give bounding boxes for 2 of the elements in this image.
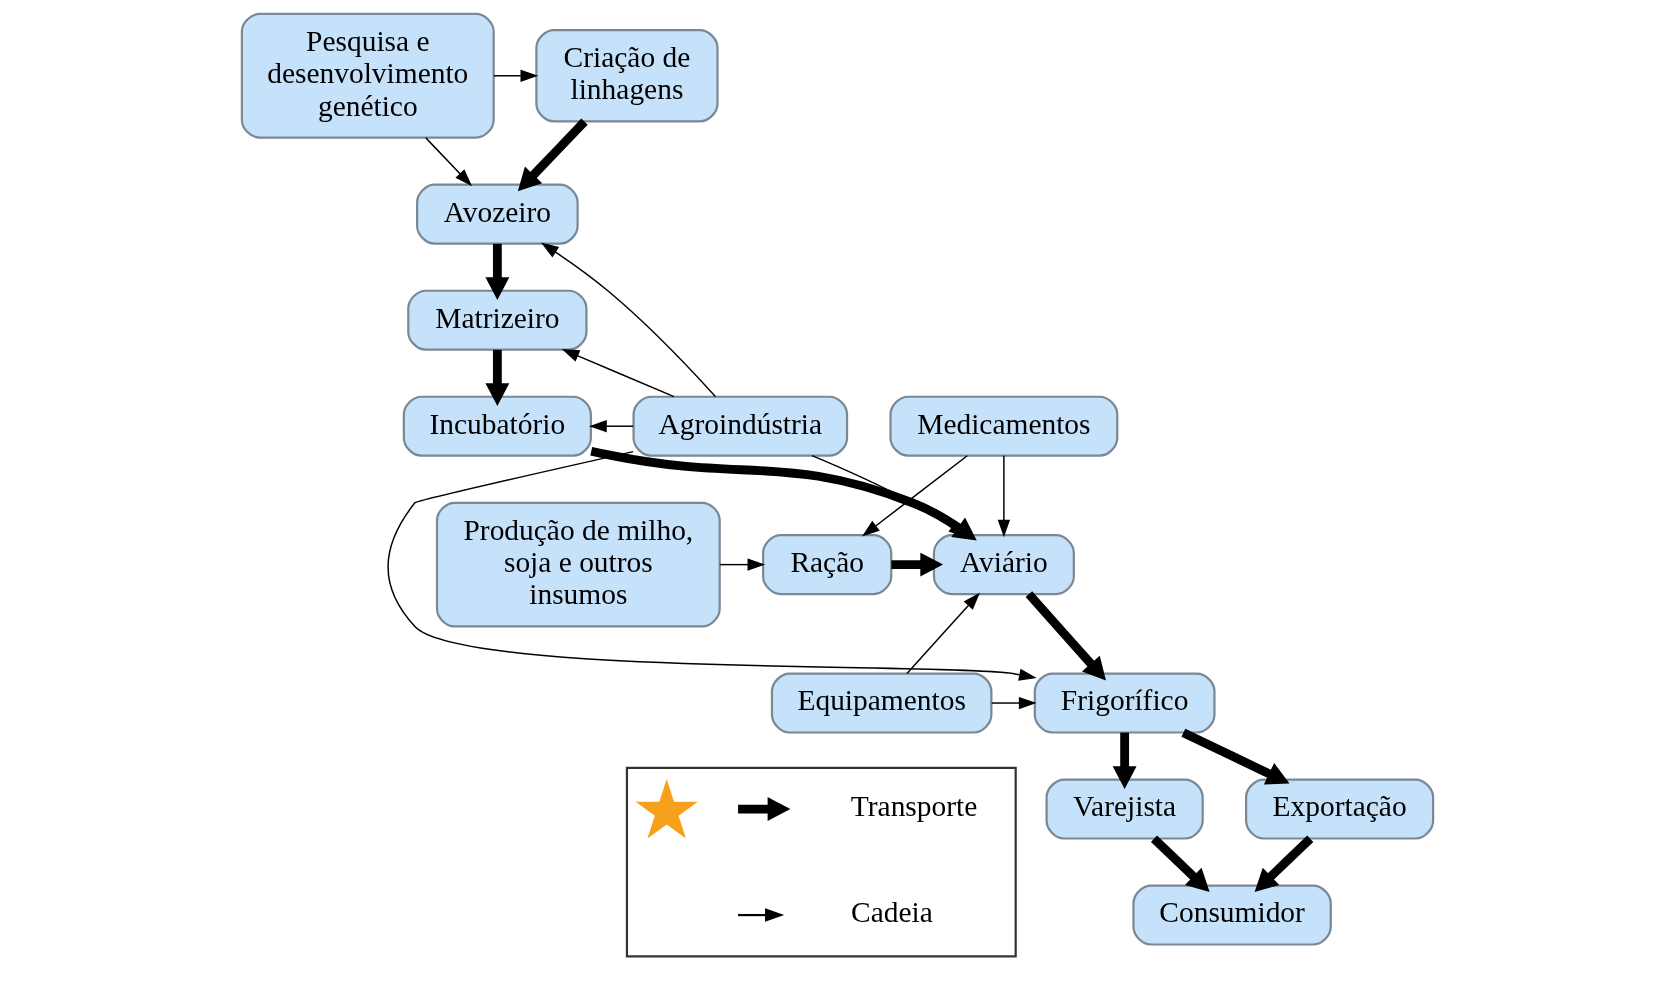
legend-label: Transporte [850, 790, 978, 823]
legend-label: Cadeia [851, 896, 933, 929]
